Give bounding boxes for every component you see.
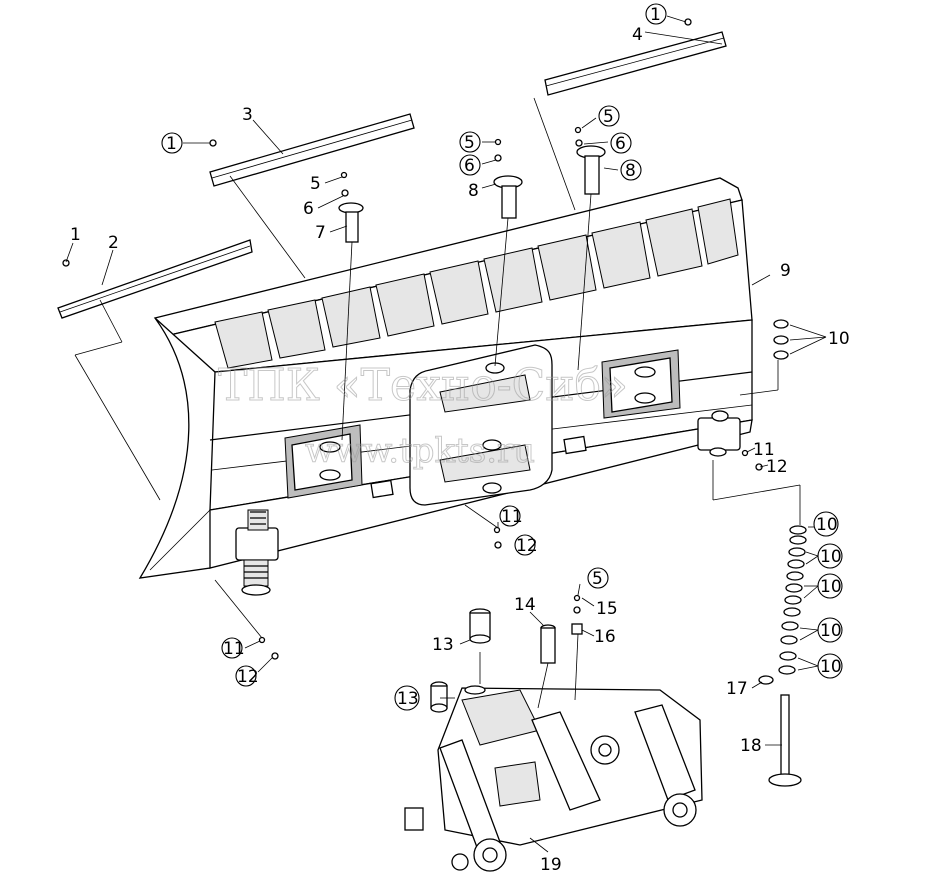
label-5: 5: [464, 133, 475, 153]
label-9: 9: [780, 261, 791, 281]
bushing-13-upper: [469, 608, 491, 644]
pin-8-right: [576, 145, 606, 195]
washer-stack-10: [778, 525, 807, 675]
label-13: 13: [432, 635, 454, 655]
label-2: 2: [108, 233, 119, 253]
label-5: 5: [592, 569, 603, 589]
label-10: 10: [820, 547, 842, 567]
label-6: 6: [303, 199, 314, 219]
leader-lines: [65, 15, 827, 853]
label-1: 1: [650, 5, 661, 25]
label-11: 11: [753, 440, 775, 460]
cutting-edge-4: [544, 31, 727, 96]
label-10: 10: [820, 657, 842, 677]
label-10: 10: [828, 329, 850, 349]
pin-8-center: [493, 175, 523, 219]
label-19: 19: [540, 855, 562, 875]
cutting-edge-3: [209, 113, 415, 187]
label-4: 4: [632, 25, 643, 45]
cutting-edge-2: [57, 239, 253, 319]
pin-7: [338, 202, 364, 243]
fasteners: [62, 18, 789, 660]
left-spring-mount: [235, 509, 279, 596]
watermark-line1: ТПК «Техно-Сиб»: [218, 360, 628, 411]
label-12: 12: [766, 457, 788, 477]
label-1: 1: [166, 134, 177, 154]
bolt-18: [758, 675, 802, 787]
label-6: 6: [464, 156, 475, 176]
label-14: 14: [514, 595, 536, 615]
label-7: 7: [315, 223, 326, 243]
bushing-13-lower: [430, 681, 448, 713]
pin-14: [540, 624, 556, 664]
label-17: 17: [726, 679, 748, 699]
label-13: 13: [397, 689, 419, 709]
label-16: 16: [594, 627, 616, 647]
sleeve-16: [571, 594, 583, 635]
center-mount-plate: [409, 344, 553, 506]
blade-ribs: [214, 198, 739, 369]
label-12: 12: [516, 536, 538, 556]
callout-circles: [161, 3, 843, 711]
label-5: 5: [603, 107, 614, 127]
label-1: 1: [70, 225, 81, 245]
label-18: 18: [740, 736, 762, 756]
label-8: 8: [625, 161, 636, 181]
label-5: 5: [310, 174, 321, 194]
part-labels: 1 1 1 2 3 4 5 5 5 5 6 6 6 7 8 8 9 10 10 …: [70, 5, 850, 875]
left-hinge-pocket: [284, 424, 363, 499]
label-6: 6: [615, 134, 626, 154]
label-11: 11: [501, 507, 523, 527]
label-11: 11: [223, 639, 245, 659]
label-12: 12: [237, 667, 259, 687]
watermark: ТПК «Техно-Сиб» www.tpkts.ru: [218, 360, 629, 472]
label-10: 10: [820, 621, 842, 641]
label-15: 15: [596, 599, 618, 619]
label-10: 10: [816, 515, 838, 535]
watermark-line2: www.tpkts.ru: [305, 431, 535, 471]
right-spring-mount: [697, 410, 741, 457]
label-3: 3: [242, 105, 253, 125]
mount-frame-19: [404, 685, 703, 872]
label-10: 10: [820, 577, 842, 597]
label-8: 8: [468, 181, 479, 201]
right-hinge-pocket: [601, 349, 681, 419]
